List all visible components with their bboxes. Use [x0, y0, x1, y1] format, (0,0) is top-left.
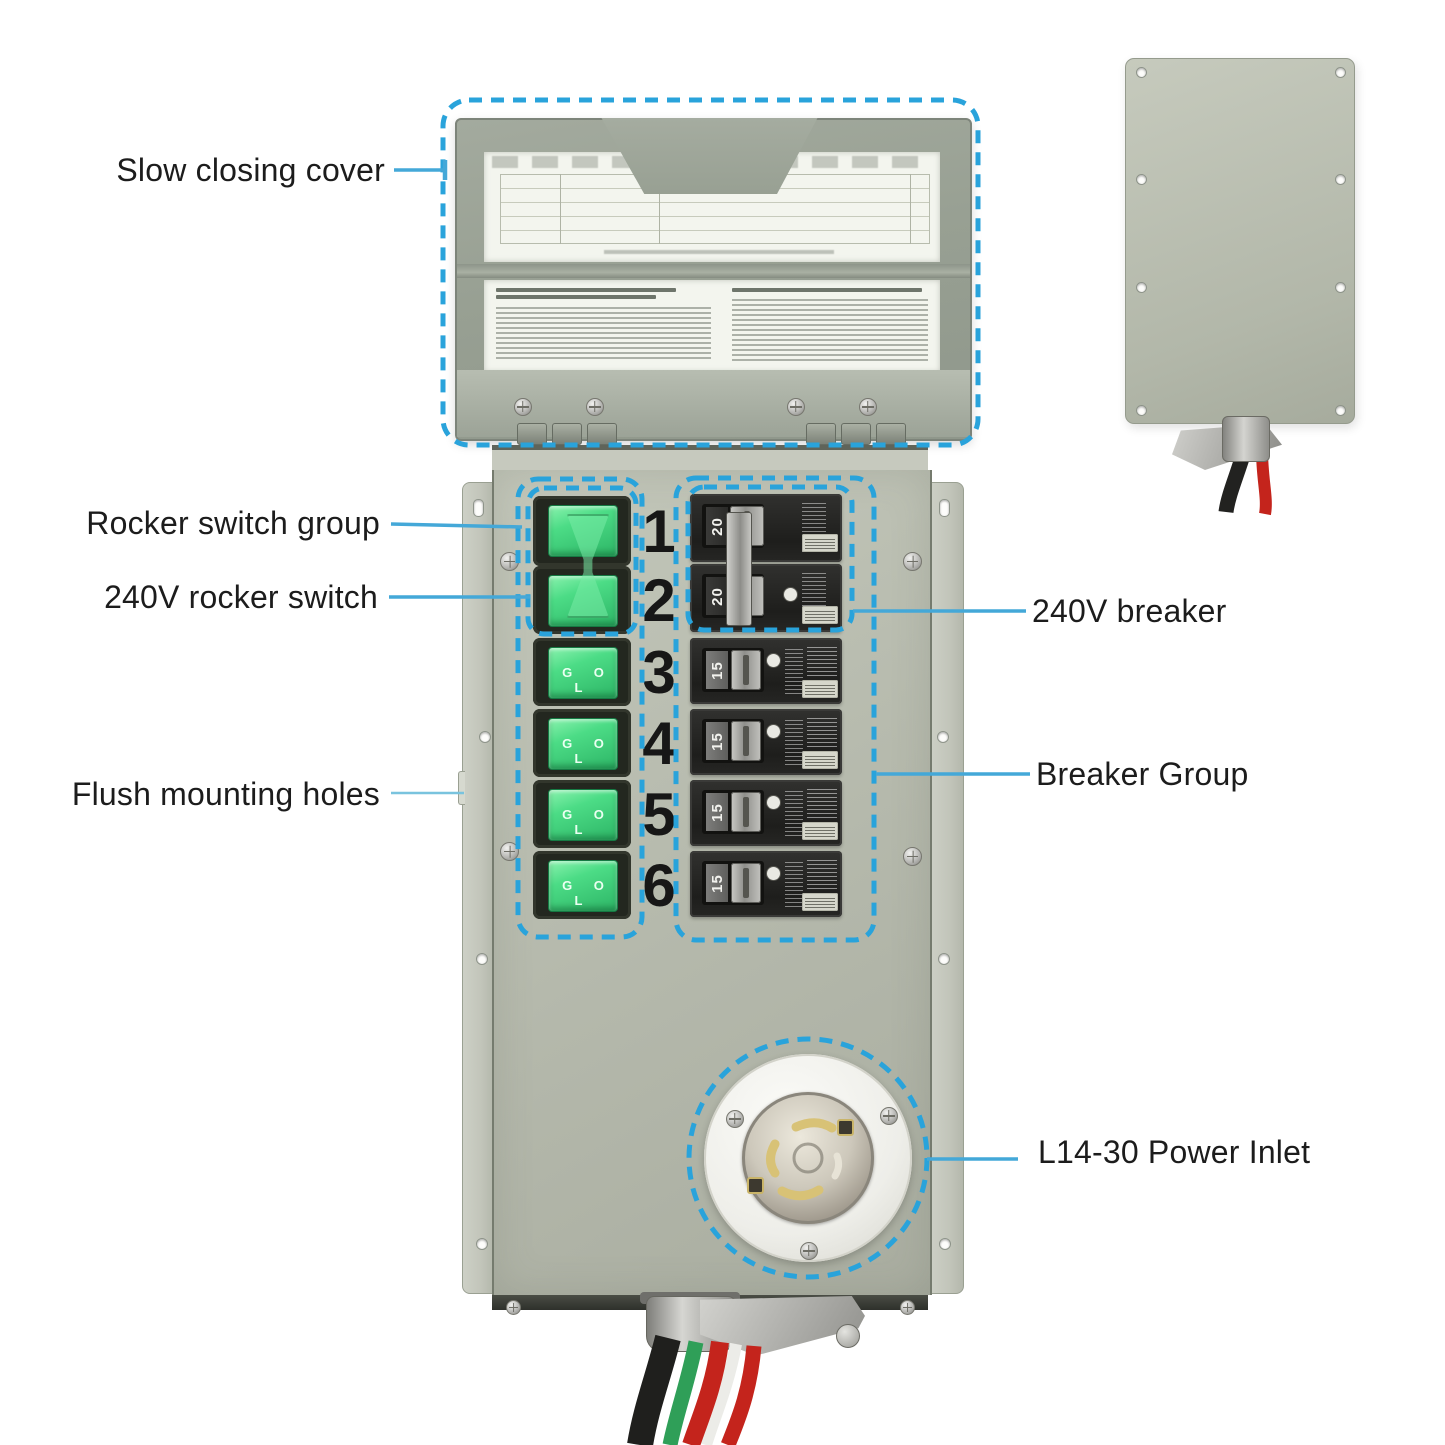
instruction-label [484, 280, 940, 372]
enclosure-top-edge [492, 445, 928, 470]
circuit-number-2: 2 [642, 567, 676, 634]
rocker-switch-6: G O L [533, 851, 631, 919]
breaker-amp: 15 [708, 873, 726, 893]
wire-white [700, 1342, 742, 1445]
mount-hole [476, 953, 488, 965]
panel-hole [1136, 174, 1147, 185]
l14-30-power-inlet [704, 1054, 912, 1262]
circuit-number-6: 6 [642, 852, 676, 919]
panel-screw [903, 552, 922, 571]
panel-hole [1136, 282, 1147, 293]
panel-hole [1335, 67, 1346, 78]
wire-red [721, 1345, 762, 1445]
label-240v-rocker-switch: 240V rocker switch [104, 579, 378, 615]
label-flush-mounting-holes: Flush mounting holes [71, 776, 380, 812]
breaker-amp: 20 [708, 586, 726, 606]
breaker-2-20a: 20 [690, 564, 842, 632]
label-240v-breaker: 240V breaker [1032, 593, 1227, 629]
rocker-switch-5: G O L [533, 780, 631, 848]
keyhole-mount-hole [473, 499, 484, 517]
keyhole-mount-hole [939, 499, 950, 517]
mount-hole [479, 731, 491, 743]
inlet-prong-w [777, 1185, 824, 1201]
side-view-panel [1125, 58, 1355, 424]
breaker-amp: 15 [708, 731, 726, 751]
side-conduit-hub [1222, 416, 1270, 462]
label-l14-30-power-inlet: L14-30 Power Inlet [1038, 1134, 1311, 1170]
wire-black [627, 1334, 681, 1445]
breaker-amp: 20 [708, 516, 726, 536]
breaker-amp: 15 [708, 802, 726, 822]
breaker-4-15a: 15 [690, 709, 842, 775]
inlet-terminal-screw [747, 1177, 764, 1194]
mount-hole [938, 953, 950, 965]
mount-hole [476, 1238, 488, 1250]
panel-screw [903, 847, 922, 866]
switch-marking: G O L [562, 665, 613, 695]
circuit-number-4: 4 [642, 710, 676, 777]
cover-screw [586, 398, 604, 416]
circuit-number-1: 1 [642, 498, 676, 565]
cover-screw [514, 398, 532, 416]
panel-hole [1136, 67, 1147, 78]
breaker-5-15a: 15 [690, 780, 842, 846]
switch-marking: G O L [562, 807, 613, 837]
inlet-terminal-screw [837, 1119, 854, 1136]
label-rocker-switch-group: Rocker switch group [86, 505, 380, 541]
breaker-6-15a: 15 [690, 851, 842, 917]
circuit-number-3: 3 [642, 639, 676, 706]
foot-screw [506, 1300, 521, 1315]
inlet-prong-y [766, 1139, 780, 1178]
inlet-prong-x [791, 1118, 837, 1133]
rocker-switch-3: G O L [533, 638, 631, 706]
mounting-flange-right [928, 482, 964, 1294]
breaker-handle-tie [726, 512, 752, 626]
inlet-prong-g [831, 1152, 843, 1180]
switch-marking: G O L [562, 736, 613, 766]
conduit-clamp-lug [836, 1324, 860, 1348]
mount-hole [939, 1238, 951, 1250]
label-slow-closing-cover: Slow closing cover [116, 152, 385, 188]
inlet-prongs [747, 1118, 854, 1201]
panel-hole [1335, 282, 1346, 293]
circuit-number-5: 5 [642, 781, 676, 848]
mount-hole [937, 731, 949, 743]
slow-closing-cover [455, 118, 972, 441]
breaker-1-20a: 20 [690, 494, 842, 562]
panel-screw [500, 842, 519, 861]
panel-screw [500, 552, 519, 571]
mounting-flange-left [458, 482, 494, 1294]
foot-screw [900, 1300, 915, 1315]
breaker-amp: 15 [708, 660, 726, 680]
panel-hole [1136, 405, 1147, 416]
breaker-3-15a: 15 [690, 638, 842, 704]
switch-marking: G O L [562, 878, 613, 908]
cover-rib [457, 264, 970, 278]
rocker-switch-4: G O L [533, 709, 631, 777]
panel-hole [1335, 174, 1346, 185]
flush-mount-tab [458, 771, 465, 805]
panel-hole [1335, 405, 1346, 416]
cover-screw [859, 398, 877, 416]
label-breaker-group: Breaker Group [1036, 756, 1249, 792]
wire-green [662, 1340, 704, 1445]
wire-red [682, 1340, 729, 1445]
cover-screw [787, 398, 805, 416]
